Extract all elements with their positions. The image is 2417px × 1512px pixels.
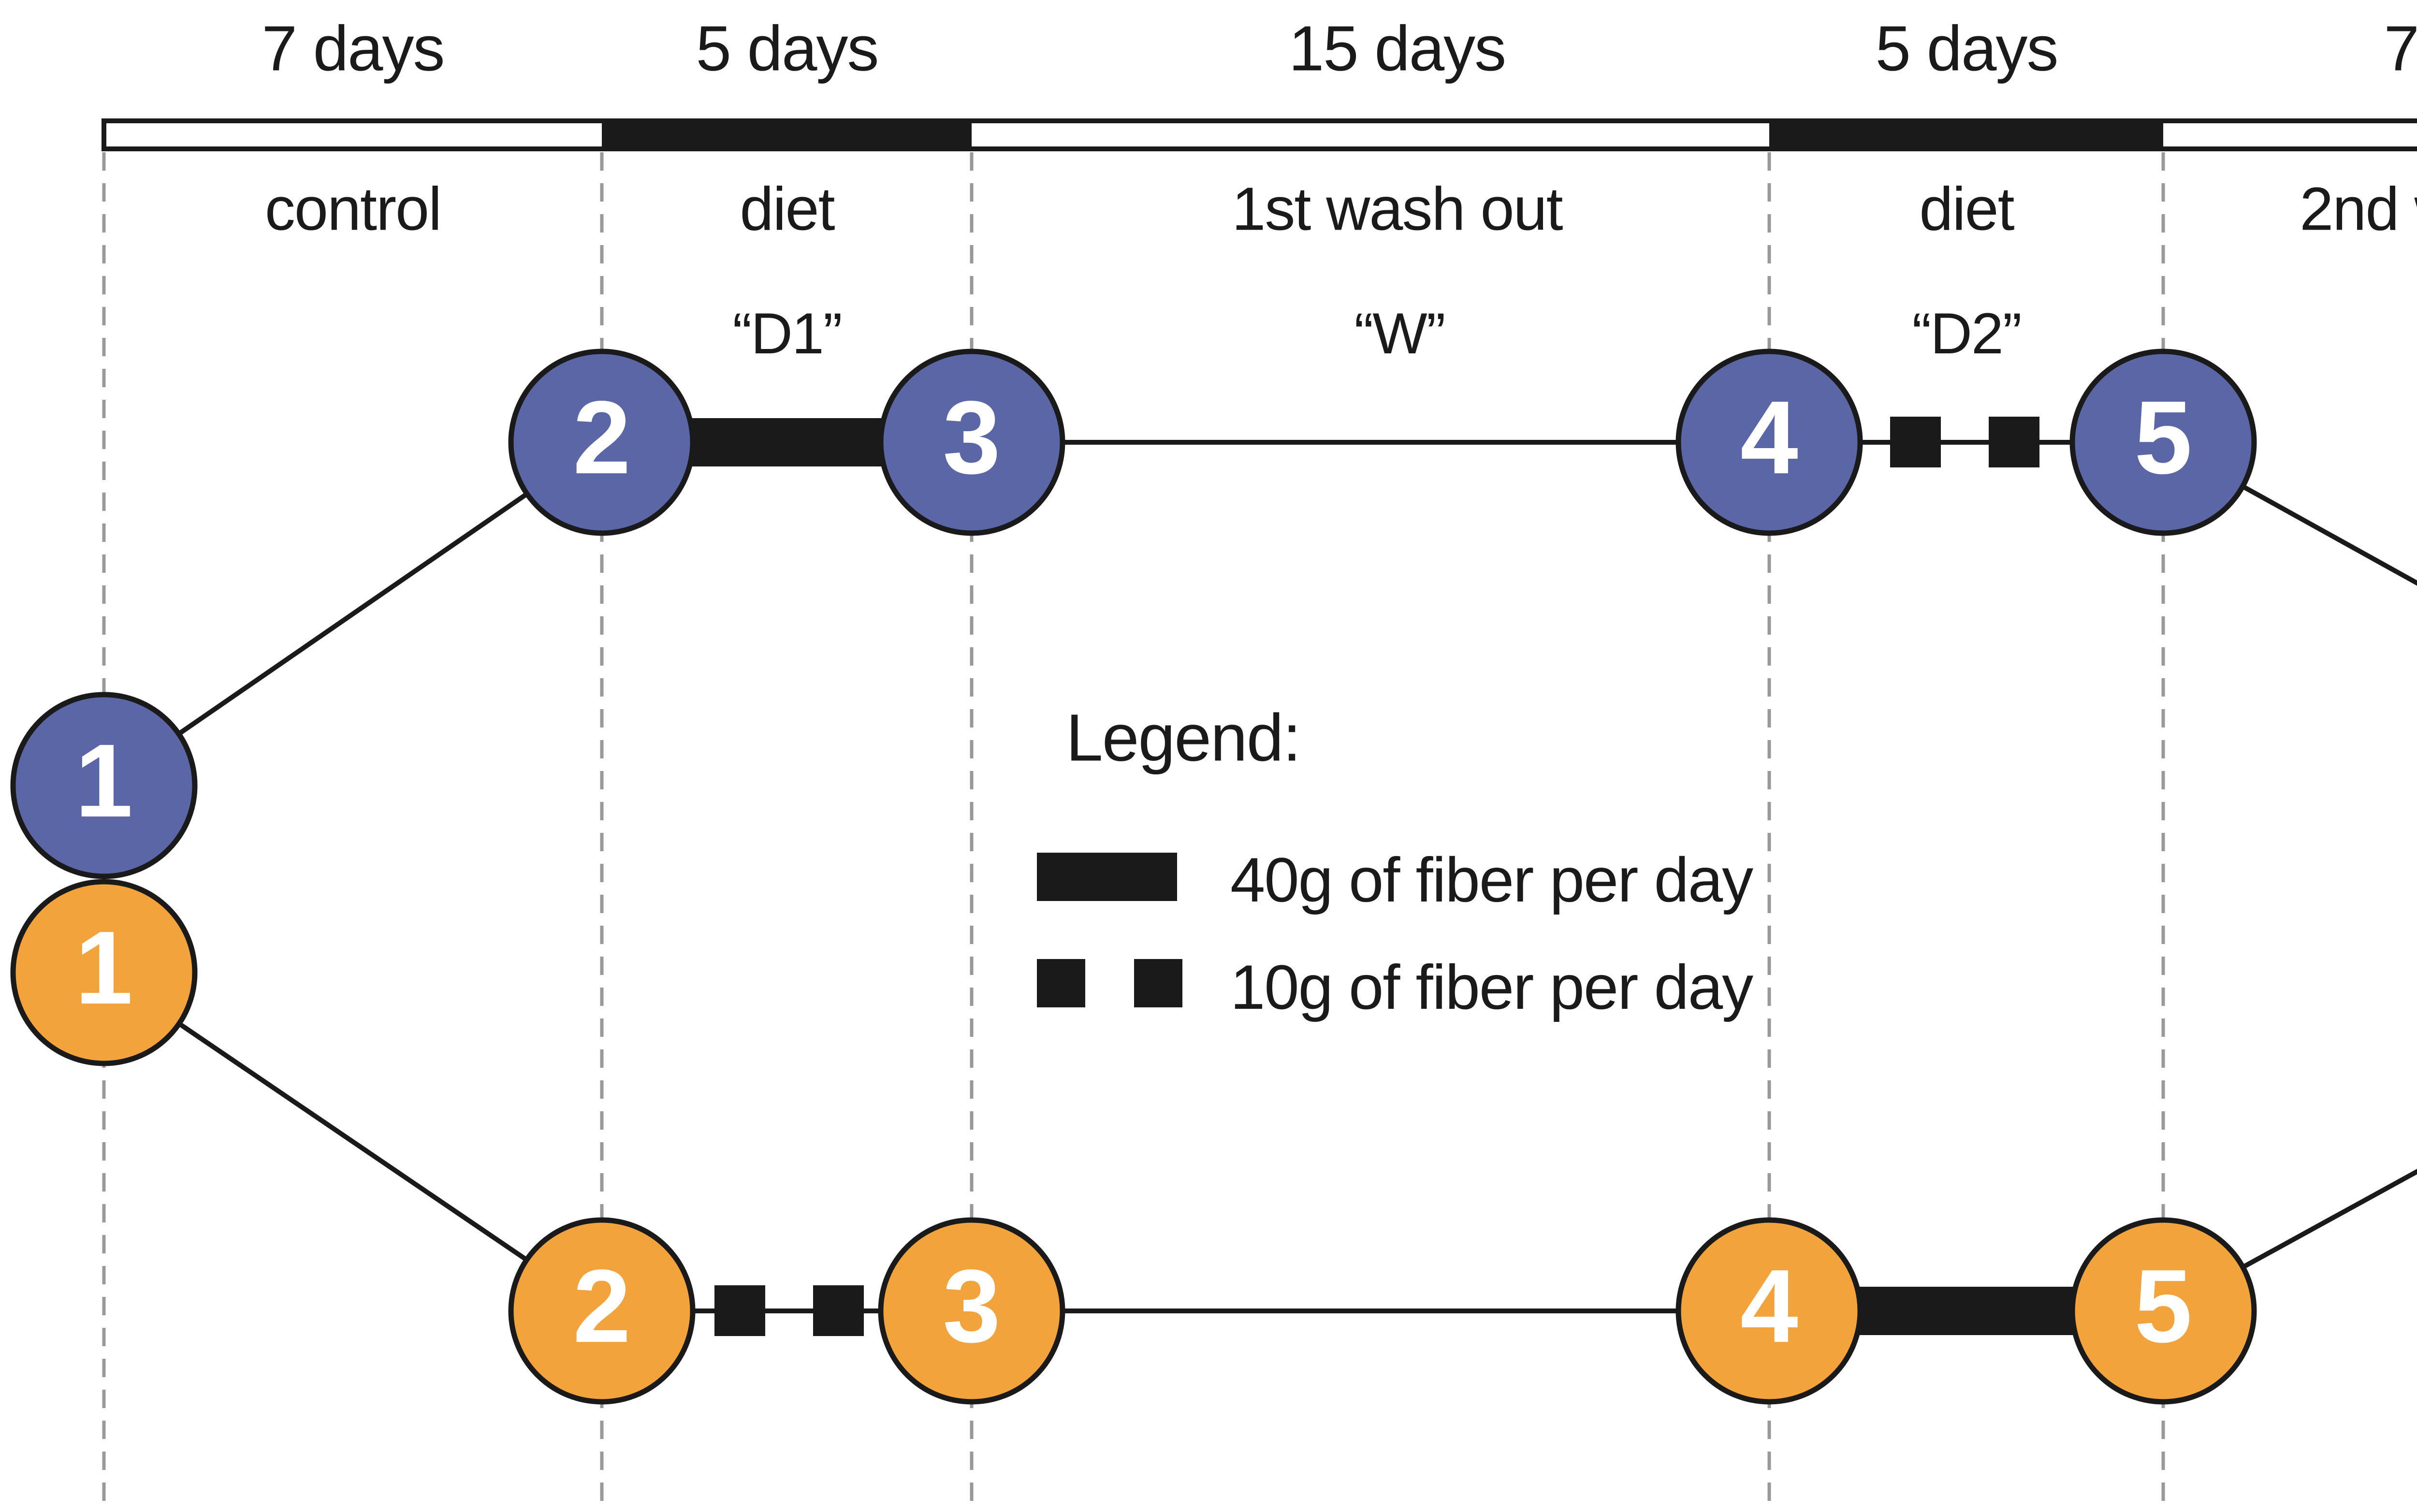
phase-label-washout1: 1st wash out	[1232, 174, 1563, 243]
timeline-diet1-segment	[602, 118, 972, 151]
fiber10-square-bottom-a	[714, 1285, 765, 1336]
node-top-2-number: 2	[573, 379, 631, 496]
duration-label-washout1: 15 days	[1288, 13, 1506, 84]
bottom-arm-nodes	[10, 879, 2257, 1405]
node-bottom-1	[10, 879, 198, 1066]
node-bottom-3-number: 3	[943, 1248, 1001, 1365]
timeline-diet2-segment	[1769, 118, 2163, 151]
connector-bottom-5-6	[2162, 1169, 2417, 1313]
node-top-5	[2069, 349, 2257, 536]
node-bottom-4-number: 4	[1740, 1248, 1798, 1365]
duration-label-diet2: 5 days	[1875, 13, 2059, 84]
legend-swatch-10g-square-b	[1134, 959, 1182, 1007]
legend-label-40g: 40g of fiber per day	[1230, 844, 1753, 915]
node-top-5-number: 5	[2134, 379, 2192, 496]
fiber10-square-top-b	[1989, 417, 2039, 467]
fiber10-square-top-a	[1890, 417, 1941, 467]
node-top-1-number: 1	[75, 722, 133, 839]
node-top-3-number: 3	[943, 379, 1001, 496]
legend-swatch-40g-bar	[1037, 853, 1177, 901]
legend-swatch-10g-square-a	[1037, 959, 1085, 1007]
node-bottom-2	[508, 1217, 696, 1405]
legend-title: Legend:	[1066, 700, 1301, 775]
phase-label-control: control	[264, 174, 442, 243]
phase-label-washout2: 2nd wash out	[2300, 174, 2417, 243]
top-arm-nodes	[10, 349, 2257, 879]
code-label-d2: “D2”	[1912, 301, 2022, 366]
node-top-4-number: 4	[1740, 379, 1798, 496]
fiber10-squares	[714, 417, 2039, 1336]
fiber10-square-bottom-b	[813, 1285, 864, 1336]
duration-label-washout2: 7 days	[2384, 13, 2417, 84]
node-bottom-1-number: 1	[75, 909, 133, 1026]
connector-top-5-6	[2162, 440, 2417, 586]
node-bottom-3	[878, 1217, 1065, 1405]
node-bottom-4	[1675, 1217, 1863, 1405]
node-bottom-5	[2069, 1217, 2257, 1405]
code-label-w: “W”	[1354, 301, 1445, 366]
node-top-2	[508, 349, 696, 536]
duration-label-control: 7 days	[262, 13, 445, 84]
node-bottom-2-number: 2	[573, 1248, 631, 1365]
legend-label-10g: 10g of fiber per day	[1230, 952, 1753, 1022]
node-top-1	[10, 692, 198, 879]
connector-top-1-2	[102, 440, 603, 788]
code-label-d1: “D1”	[732, 301, 842, 366]
node-top-3	[878, 349, 1065, 536]
phase-label-diet1: diet	[740, 174, 835, 243]
connector-bottom-1-2	[102, 970, 603, 1313]
phase-label-diet2: diet	[1919, 174, 2014, 243]
duration-label-diet1: 5 days	[696, 13, 879, 84]
node-bottom-5-number: 5	[2134, 1248, 2192, 1365]
node-top-4	[1675, 349, 1863, 536]
